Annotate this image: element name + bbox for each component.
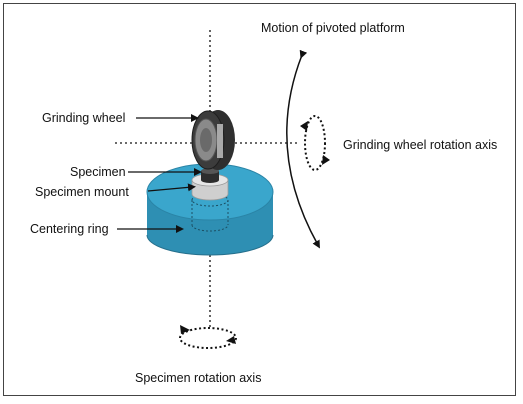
label-platform-motion: Motion of pivoted platform bbox=[261, 21, 405, 35]
label-wheel-axis: Grinding wheel rotation axis bbox=[343, 138, 498, 152]
specimen-rotation-arrowhead-right bbox=[226, 336, 236, 344]
label-specimen: Specimen bbox=[70, 165, 126, 179]
wheel-rotation-arrowhead-top bbox=[300, 121, 308, 131]
label-grinding-wheel: Grinding wheel bbox=[42, 111, 126, 125]
wheel-rotation-loop bbox=[304, 115, 326, 171]
specimen-rotation-loop bbox=[179, 327, 237, 349]
label-specimen-axis: Specimen rotation axis bbox=[135, 371, 262, 385]
specimen-shape bbox=[201, 168, 219, 183]
leader-specimen-mount bbox=[147, 183, 196, 192]
label-centering-ring: Centering ring bbox=[30, 222, 109, 236]
label-specimen-mount: Specimen mount bbox=[35, 185, 129, 199]
specimen-rotation-arrowhead-left bbox=[180, 325, 190, 334]
wheel-rotation-arrowhead-bottom bbox=[322, 155, 330, 165]
grinding-wheel-shape bbox=[191, 110, 235, 170]
platform-motion-arrow bbox=[286, 49, 320, 249]
